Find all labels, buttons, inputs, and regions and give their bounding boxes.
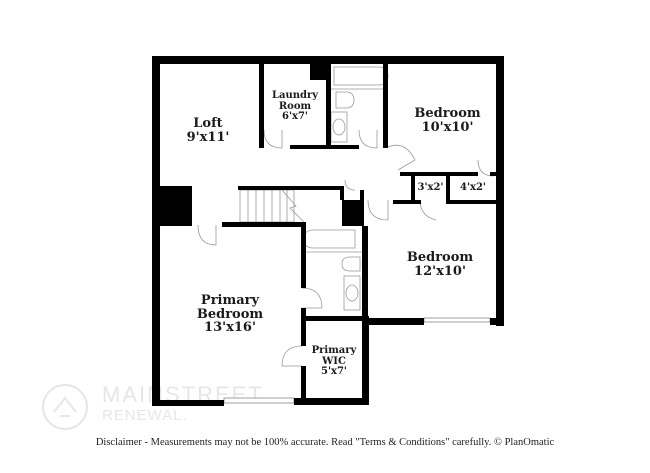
wall-closet-3x2-left <box>411 172 415 204</box>
wall-bedroom2-bottom-left <box>362 318 424 325</box>
wall-primary-top <box>222 222 306 227</box>
wall-stair-top <box>238 186 342 190</box>
room-label-closet-4x2: 4'x2' <box>459 182 486 193</box>
toilet-icon-2 <box>341 256 361 272</box>
door-primary-bath <box>301 287 323 309</box>
wall-bath-bedroom2 <box>362 226 368 321</box>
wall-hall-right <box>360 190 364 226</box>
sink-icon <box>332 118 346 136</box>
door-primary-wic <box>281 345 303 367</box>
wall-laundry-bottom <box>290 145 330 149</box>
wall-bedroom1-bottom <box>400 172 478 176</box>
window-primary <box>223 397 295 404</box>
wall-closet-4x2-bottom <box>446 200 500 204</box>
wall-wic-right <box>362 318 369 405</box>
wall-left <box>152 56 160 406</box>
wall-wic-left <box>301 366 306 402</box>
wall-bath-wic <box>301 316 369 321</box>
bathtub-icon-2 <box>303 229 356 249</box>
disclaimer-text: Disclaimer - Measurements may not be 100… <box>95 437 555 448</box>
wall-bath-bottom <box>326 145 359 149</box>
toilet-icon <box>335 91 355 109</box>
wall-laundry-bath <box>326 60 331 148</box>
sink-cabinet-icon-2 <box>343 275 361 311</box>
door-bedroom-2 <box>367 199 389 221</box>
door-bedroom-1 <box>387 144 416 171</box>
wall-primary-bath-left <box>301 226 306 288</box>
door-laundry <box>263 129 283 149</box>
wall-hall-block <box>342 200 362 226</box>
door-bath-upper <box>358 129 378 149</box>
wall-bedroom1-bottom-r <box>490 172 500 176</box>
wall-chimney-block <box>152 186 192 226</box>
window-bedroom-2 <box>423 317 491 323</box>
watermark-line2: RENEWAL. <box>102 407 188 424</box>
bathtub-icon <box>333 66 389 86</box>
wall-right <box>496 56 504 326</box>
door-closet-3x2 <box>419 199 437 221</box>
door-hall-closet <box>344 179 356 191</box>
sink-icon-2 <box>345 284 359 302</box>
room-label-primary-bedroom: Primary Bedroom 13'x16' <box>196 293 264 336</box>
wall-bottom-right <box>294 398 368 405</box>
wall-loft-laundry <box>259 60 264 148</box>
wall-bedroom2-bottom-right <box>490 318 504 325</box>
wall-primary-bath-left-2 <box>301 308 306 346</box>
room-label-primary-wic: Primary WIC 5'x7' <box>311 345 357 377</box>
room-label-bedroom-1: Bedroom 10'x10' <box>414 106 481 135</box>
logo-icon <box>42 384 88 430</box>
wall-closet-divider <box>446 172 450 204</box>
wall-stair-corner <box>340 186 344 200</box>
room-label-loft: Loft 9'x11' <box>186 116 230 145</box>
wall-bottom-left <box>152 400 224 406</box>
wall-laundry-block <box>310 60 326 80</box>
room-label-bedroom-2: Bedroom 12'x10' <box>406 250 474 279</box>
room-label-laundry: Laundry Room 6'x7' <box>271 90 319 122</box>
room-label-closet-3x2: 3'x2' <box>417 182 444 193</box>
wall-bath-bedroom1 <box>383 60 388 148</box>
sink-cabinet-icon <box>330 111 348 143</box>
door-primary-bedroom <box>197 224 217 246</box>
wall-closet-3x2-bottom <box>393 200 421 204</box>
